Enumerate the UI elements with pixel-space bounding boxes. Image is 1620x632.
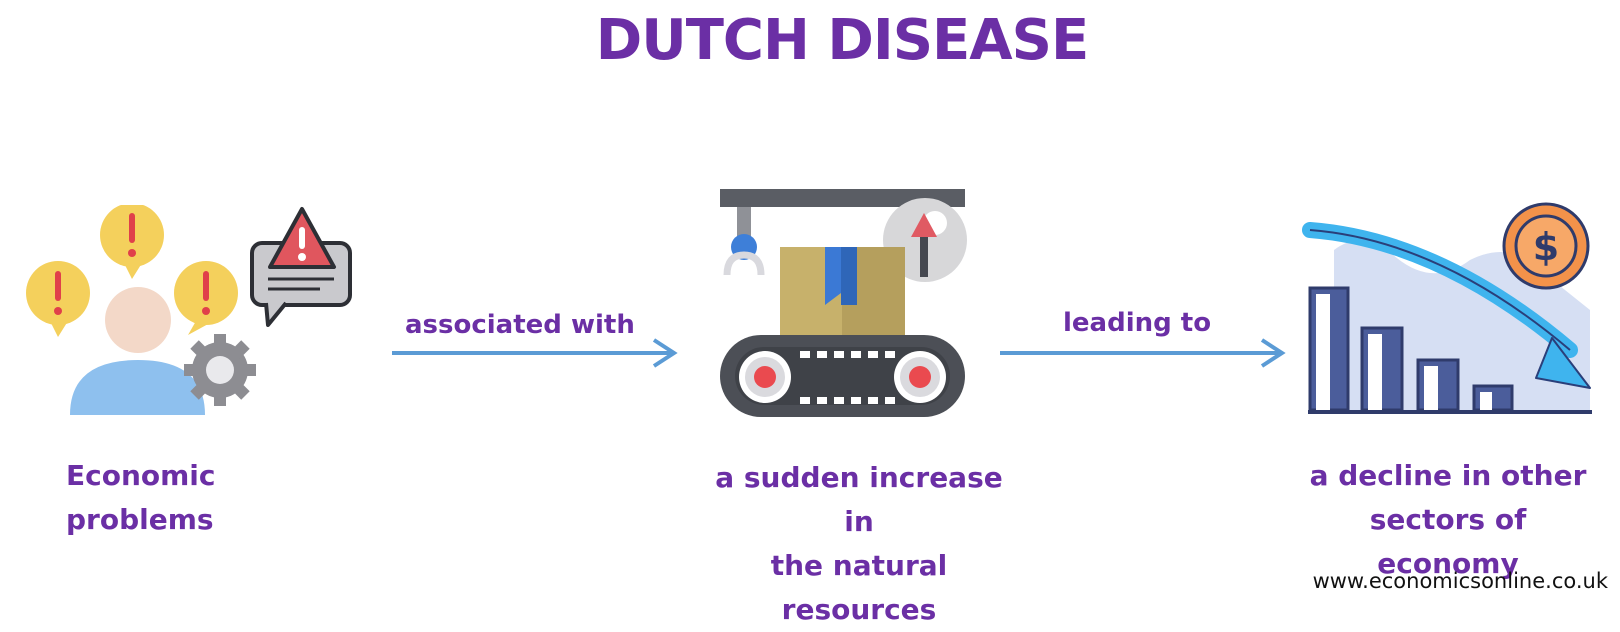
node-caption-resources-increase: a sudden increase in the natural resourc… — [715, 461, 1003, 626]
declining-chart-icon: $ — [1302, 202, 1592, 414]
node-caption-economic-problems: Economic problems — [66, 459, 216, 536]
svg-text:$: $ — [1533, 225, 1559, 269]
source-url: www.economicsonline.co.uk — [1312, 569, 1608, 593]
arrow-right-icon — [392, 338, 678, 368]
connector-label-associated-with: associated with — [405, 310, 635, 340]
arrow-right-icon — [1000, 338, 1286, 368]
node-caption-decline: a decline in other sectors of economy — [1309, 459, 1587, 580]
connector-label-leading-to: leading to — [1063, 308, 1212, 338]
conveyor-box-icon — [720, 189, 967, 417]
page-title: DUTCH DISEASE — [595, 8, 1089, 73]
person-alerts-icon — [26, 205, 352, 415]
